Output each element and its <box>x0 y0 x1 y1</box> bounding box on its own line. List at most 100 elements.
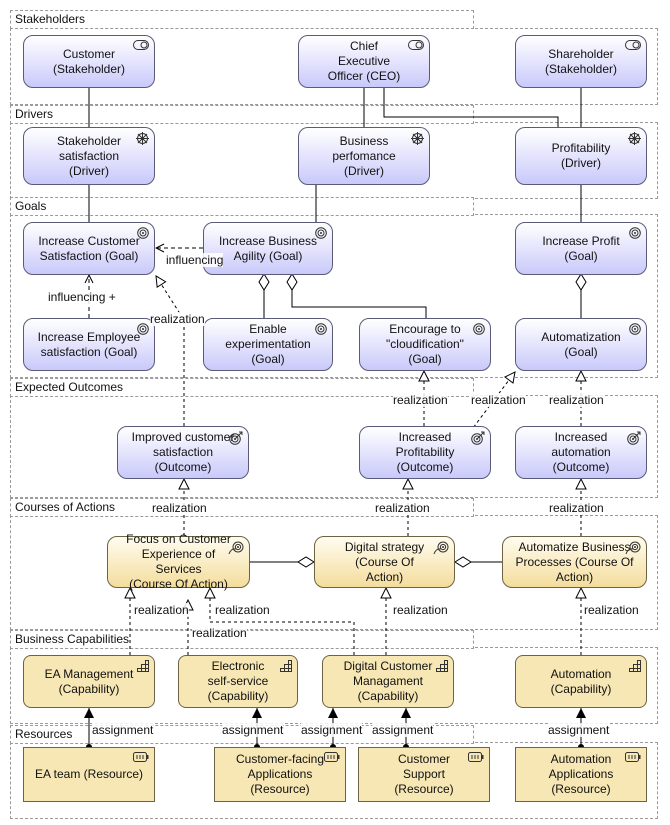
ceo-stakeholder[interactable]: Chief Executive Officer (CEO) <box>298 35 430 88</box>
outcome-icon <box>471 431 485 445</box>
stakeholders-layer-title: Stakeholders <box>10 10 474 29</box>
ceo-stakeholder-label: Chief Executive Officer (CEO) <box>327 39 401 83</box>
stakeholder-icon <box>408 40 424 50</box>
increased-automation-label: Increased automation (Outcome) <box>551 430 611 474</box>
realization-label: realization <box>471 393 526 407</box>
realization-digitalcm-focus <box>210 588 355 655</box>
outcome-icon <box>229 431 243 445</box>
increase-profit-label: Increase Profit (Goal) <box>542 233 620 263</box>
ea-management-capability[interactable]: EA Management (Capability) <box>23 655 155 708</box>
realization-label: realization <box>192 626 247 640</box>
enable-experimentation-goal[interactable]: Enable experimentation (Goal) <box>203 318 333 371</box>
realization-label: realization <box>150 312 205 326</box>
realization-label: realization <box>215 603 270 617</box>
realization-label: realization <box>393 603 448 617</box>
aggregation-agility-cloudification <box>286 273 427 318</box>
digital-strategy-course[interactable]: Digital strategy (Course Of Action) <box>314 536 455 588</box>
encourage-cloudification-label: Encourage to "cloudification" (Goal) <box>386 322 464 366</box>
increase-profit-goal[interactable]: Increase Profit (Goal) <box>515 222 647 275</box>
resource-icon <box>468 752 484 762</box>
outcomes-layer-title: Expected Outcomes <box>10 378 474 397</box>
stakeholder-satisfaction-label: Stakeholder satisfaction (Driver) <box>56 133 122 178</box>
automation-capability-label: Automation (Capability) <box>550 666 612 696</box>
encourage-cloudification-goal[interactable]: Encourage to "cloudification" (Goal) <box>359 318 491 371</box>
automation-apps-label: Automation Applications (Resource) <box>548 752 614 796</box>
ea-team-label: EA team (Resource) <box>34 767 144 781</box>
assignment-label: assignment <box>222 723 284 737</box>
assignment-label: assignment <box>548 723 610 737</box>
realization-label: realization <box>584 603 639 617</box>
goal-icon <box>137 227 149 239</box>
goal-icon <box>315 227 327 239</box>
business-performance-label: Business perfomance (Driver) <box>332 133 396 178</box>
improved-customer-satisfaction-outcome[interactable]: Improved customer satisfaction (Outcome) <box>117 426 249 479</box>
customer-facing-apps-label: Customer-facing Applications (Resource) <box>235 752 325 796</box>
shareholder-stakeholder[interactable]: Shareholder (Stakeholder) <box>515 35 647 88</box>
customer-facing-apps-resource[interactable]: Customer-facing Applications (Resource) <box>214 747 346 802</box>
stakeholder-icon <box>133 40 149 50</box>
profitability-driver[interactable]: Profitability (Driver) <box>515 127 647 185</box>
automatize-business-course[interactable]: Automatize Business Processes (Course Of… <box>502 536 647 588</box>
assignment-label: assignment <box>372 723 434 737</box>
stakeholder-satisfaction-driver[interactable]: Stakeholder satisfaction (Driver) <box>23 127 155 185</box>
customer-support-label: Customer Support (Resource) <box>394 752 454 796</box>
goal-icon <box>629 323 641 335</box>
customer-support-resource[interactable]: Customer Support (Resource) <box>358 747 490 802</box>
digital-strategy-label: Digital strategy (Course Of Action) <box>344 539 425 584</box>
driver-icon <box>136 132 149 145</box>
realization-label: realization <box>549 501 604 515</box>
electronic-self-service-label: Electronic self-service (Capability) <box>207 659 269 703</box>
influencing-plus-label: influencing + <box>48 290 116 304</box>
course-of-action-icon <box>625 541 641 555</box>
increase-customer-satisfaction-label: Increase Customer Satisfaction (Goal) <box>38 233 140 263</box>
capability-icon <box>436 660 448 672</box>
courses-layer-title: Courses of Actions <box>10 498 474 517</box>
realization-outcome-customer-goal <box>156 276 185 426</box>
resource-icon <box>324 752 340 762</box>
assoc-ceo-profitability <box>383 88 559 127</box>
shareholder-stakeholder-label: Shareholder (Stakeholder) <box>544 46 618 76</box>
goals-layer-title: Goals <box>10 197 474 216</box>
influencing-label: influencing <box>166 253 224 267</box>
increase-employee-satisfaction-goal[interactable]: Increase Employee satisfaction (Goal) <box>23 318 155 371</box>
drivers-layer-title: Drivers <box>10 105 474 124</box>
resource-icon <box>133 752 149 762</box>
assignment-label: assignment <box>301 723 363 737</box>
digital-customer-management-capability[interactable]: Digital Customer Managament (Capability) <box>322 655 454 708</box>
realization-label: realization <box>152 501 207 515</box>
goal-icon <box>629 227 641 239</box>
course-of-action-icon <box>228 541 244 555</box>
automation-capability[interactable]: Automation (Capability) <box>515 655 647 708</box>
realization-label: realization <box>549 393 604 407</box>
increase-business-agility-goal[interactable]: Increase Business Agility (Goal) <box>203 222 333 275</box>
outcome-icon <box>627 431 641 445</box>
focus-on-customer-label: Focus on Customer Experience of Services… <box>126 532 231 591</box>
stakeholder-icon <box>625 40 641 50</box>
automatize-business-label: Automatize Business Processes (Course Of… <box>515 539 634 584</box>
electronic-self-service-capability[interactable]: Electronic self-service (Capability) <box>178 655 298 708</box>
automation-apps-resource[interactable]: Automation Applications (Resource) <box>515 747 647 802</box>
profitability-driver-label: Profitability (Driver) <box>551 141 611 170</box>
increased-automation-outcome[interactable]: Increased automation (Outcome) <box>515 426 647 479</box>
customer-stakeholder[interactable]: Customer (Stakeholder) <box>23 35 155 88</box>
goal-icon <box>473 323 485 335</box>
driver-icon <box>628 132 641 145</box>
enable-experimentation-label: Enable experimentation (Goal) <box>225 322 311 366</box>
increased-profitability-outcome[interactable]: Increased Profitability (Outcome) <box>359 426 491 479</box>
digital-customer-management-label: Digital Customer Managament (Capability) <box>343 659 433 703</box>
improved-customer-satisfaction-label: Improved customer satisfaction (Outcome) <box>131 430 235 474</box>
automatization-goal[interactable]: Automatization (Goal) <box>515 318 647 371</box>
capability-icon <box>137 660 149 672</box>
realization-label: realization <box>134 603 189 617</box>
resource-icon <box>625 752 641 762</box>
driver-icon <box>411 132 424 145</box>
increase-business-agility-label: Increase Business Agility (Goal) <box>218 233 318 263</box>
increase-customer-satisfaction-goal[interactable]: Increase Customer Satisfaction (Goal) <box>23 222 155 275</box>
ea-management-label: EA Management (Capability) <box>44 666 134 696</box>
realization-label: realization <box>375 501 430 515</box>
ea-team-resource[interactable]: EA team (Resource) <box>23 747 155 802</box>
goal-icon <box>315 323 327 335</box>
focus-on-customer-course[interactable]: Focus on Customer Experience of Services… <box>107 532 250 591</box>
business-performance-driver[interactable]: Business perfomance (Driver) <box>298 127 430 185</box>
realization-label: realization <box>393 393 448 407</box>
